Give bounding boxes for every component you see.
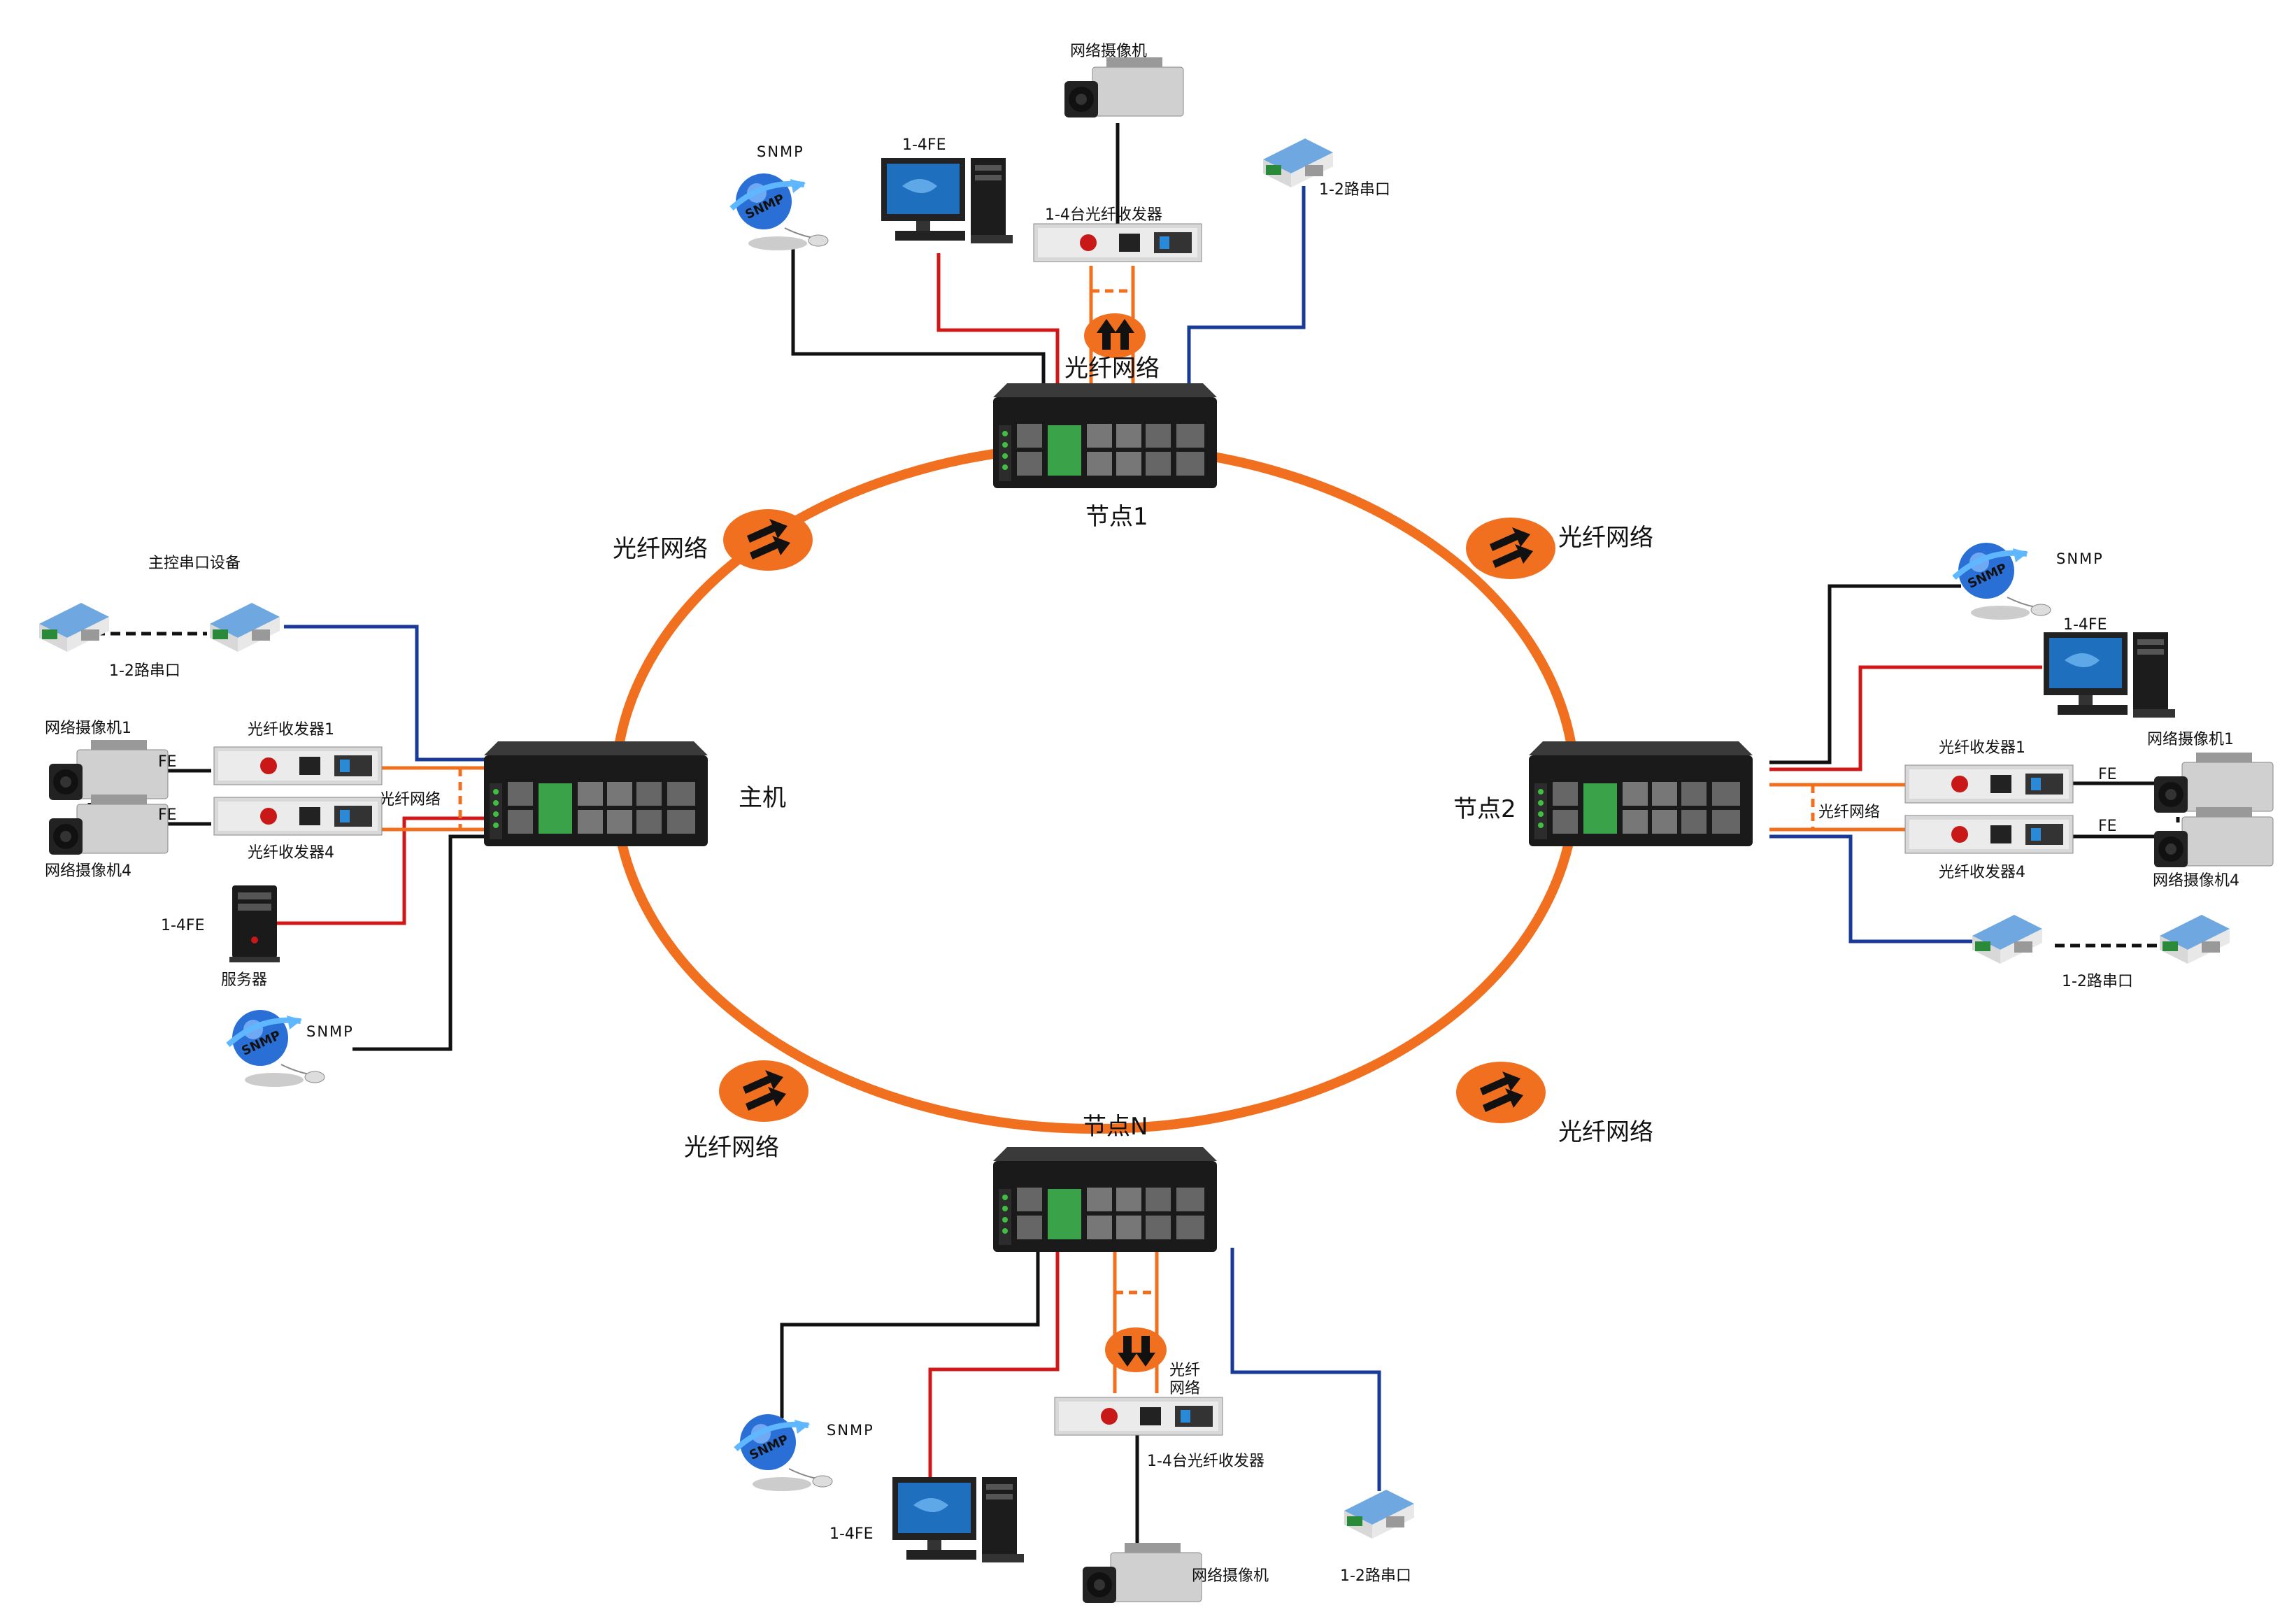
nodeN-fe-label: 1-4FE: [829, 1525, 874, 1543]
nodeN-serial-icon: [1344, 1490, 1414, 1539]
node1-transceiver-icon: [1033, 223, 1202, 262]
master-transceiver4-label: 光纤收发器4: [248, 844, 334, 862]
node2-camera4-label: 网络摄像机4: [2153, 872, 2239, 890]
node2-snmp-icon: [1954, 543, 2051, 620]
nodeN-transceiver-label: 1-4台光纤收发器: [1147, 1453, 1264, 1470]
node1-fiber-label: 光纤网络: [1064, 355, 1160, 383]
node2-camera1-icon: [2153, 752, 2274, 813]
master-camera1-label: 网络摄像机1: [45, 720, 131, 737]
master-label: 主机: [739, 784, 786, 812]
node2-camera1-label: 网络摄像机1: [2147, 731, 2234, 748]
master-camera4-label: 网络摄像机4: [45, 862, 131, 880]
node2-transceiver4-label: 光纤收发器4: [1939, 864, 2025, 881]
master-serial-device-label: 主控串口设备: [148, 555, 241, 572]
master-camera1-icon: [48, 739, 169, 801]
master-serial-icon-a: [39, 603, 109, 652]
node2-switch: [1529, 741, 1753, 846]
nodeN-fiber-badge: [1105, 1327, 1167, 1372]
master-fiber-label: 光纤网络: [379, 791, 441, 809]
node1-label: 节点1: [1085, 503, 1148, 531]
master-fe4-label: FE: [158, 806, 177, 824]
master-snmp-label: SNMP: [306, 1023, 354, 1040]
ring-fiber-label-bottomleft: 光纤网络: [684, 1134, 779, 1162]
node2-camera4-icon: [2153, 806, 2274, 868]
master-serial-icon-b: [210, 603, 280, 652]
nodeN-fiber-label-line2: 网络: [1169, 1380, 1200, 1397]
node2-serial-icon-b: [2160, 915, 2230, 964]
nodeN-snmp-label: SNMP: [827, 1422, 874, 1439]
node1-camera-label: 网络摄像机: [1070, 43, 1147, 60]
node1-fe-label: 1-4FE: [902, 136, 946, 154]
node1-transceiver-label: 1-4台光纤收发器: [1045, 206, 1162, 224]
master-transceiver1-label: 光纤收发器1: [248, 721, 334, 739]
ring-fiber-label-topright: 光纤网络: [1558, 524, 1653, 552]
ring-fiber-badge-bottomright: [1456, 1062, 1546, 1123]
nodeN-fiber-label-line1: 光纤: [1169, 1362, 1200, 1379]
node2-serial-icon-a: [1972, 915, 2042, 964]
node2-fe1-label: FE: [2098, 766, 2117, 783]
master-transceiver4-icon: [213, 797, 383, 836]
master-server-label: 服务器: [221, 971, 267, 989]
nodeN-transceiver-icon: [1054, 1397, 1223, 1436]
node2-links: [1769, 584, 2180, 948]
node2-transceiver4-icon: [1904, 815, 2074, 854]
node2-label: 节点2: [1453, 795, 1516, 823]
master-fe1-label: FE: [158, 753, 177, 771]
master-fe-label: 1-4FE: [161, 917, 205, 934]
node2-snmp-label: SNMP: [2056, 550, 2104, 567]
master-server-icon: [229, 885, 280, 962]
nodeN-snmp-icon: [736, 1414, 832, 1491]
node1-pc-icon: [881, 158, 1013, 243]
node2-fiber-label: 光纤网络: [1818, 804, 1880, 821]
ring-fiber-label-topleft: 光纤网络: [613, 535, 708, 563]
node2-pc-icon: [2044, 632, 2175, 718]
nodeN-label: 节点N: [1083, 1113, 1148, 1141]
ring-fiber-label-bottomright: 光纤网络: [1558, 1118, 1653, 1146]
nodeN-pc-icon: [892, 1477, 1024, 1562]
nodeN-links: [780, 1248, 1381, 1544]
node1-serial-label: 1-2路串口: [1319, 181, 1390, 199]
ring-fiber-badge-topright: [1466, 518, 1555, 579]
node1-serial-icon: [1263, 138, 1333, 187]
master-camera4-icon: [48, 794, 169, 855]
ring-fiber-badge-bottomleft: [719, 1060, 808, 1122]
ring-fiber-badge-topleft: [723, 509, 813, 571]
node2-serial-label: 1-2路串口: [2062, 973, 2133, 990]
master-serial-label: 1-2路串口: [109, 662, 180, 680]
node1-snmp-icon: [732, 173, 828, 250]
nodeN-camera-label: 网络摄像机: [1192, 1567, 1269, 1585]
node2-transceiver1-label: 光纤收发器1: [1939, 739, 2025, 757]
nodeN-camera-icon: [1082, 1542, 1202, 1604]
node1-fiber-badge: [1084, 313, 1146, 358]
node1-links: [791, 123, 1306, 392]
node2-fe-label: 1-4FE: [2063, 616, 2107, 634]
node2-fe4-label: FE: [2098, 818, 2117, 835]
master-transceiver1-icon: [213, 746, 383, 785]
nodeN-switch: [993, 1147, 1217, 1252]
master-switch: [484, 741, 708, 846]
nodeN-serial-label: 1-2路串口: [1340, 1567, 1411, 1585]
node1-camera-icon: [1064, 57, 1184, 118]
node2-transceiver1-icon: [1904, 764, 2074, 804]
node1-snmp-label: SNMP: [757, 143, 804, 160]
node1-switch: [993, 383, 1217, 488]
master-snmp-icon: [228, 1010, 325, 1087]
